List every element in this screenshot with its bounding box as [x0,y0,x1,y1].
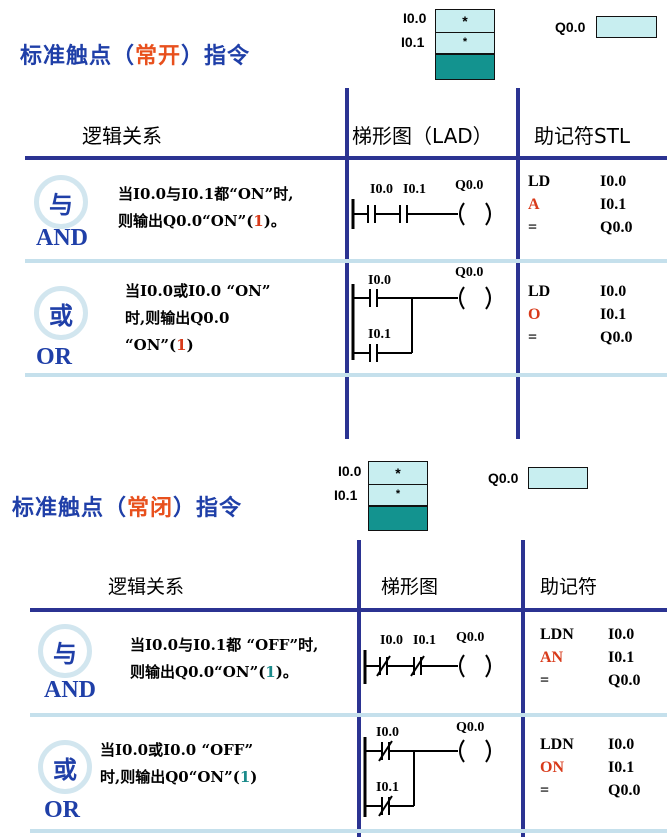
top-and-stl-arg2: I0.1 [600,196,627,213]
top-or-stl-arg3: Q0.0 [600,329,633,346]
bottom-or-stl-op3: = [540,782,550,799]
top-header-ladder: 梯形图（LAD） [352,124,493,148]
top-input-indicator [435,54,495,80]
bottom-and-c1-label: I0.0 [380,633,403,648]
bottom-or-symbol: 或 [38,740,92,794]
bottom-or-ladder-diagram [363,737,491,817]
top-header-stl: 助记符STL [534,124,631,148]
top-title: 标准触点（常开）指令 [20,44,251,69]
top-or-stl-op2: O [528,306,541,323]
top-input-i00-toggle[interactable]: * [435,9,495,33]
top-input-i01-toggle[interactable]: * [435,32,495,54]
bottom-divider-right [521,540,525,837]
bottom-and-stl-arg2: I0.1 [608,649,635,666]
top-or-coil-label: Q0.0 [455,265,484,280]
top-row-separator [25,259,667,263]
bottom-or-stl-op2: ON [540,759,564,776]
top-or-stl-arg1: I0.0 [600,283,627,300]
top-and-c2-label: I0.1 [403,182,426,197]
bottom-input-i01-label: I0.1 [334,487,358,503]
top-output-indicator [596,16,657,38]
bottom-title: 标准触点（常闭）指令 [12,496,243,521]
top-or-stl-op3: = [528,329,538,346]
bottom-and-c2-label: I0.1 [413,633,436,648]
top-header-rule [25,156,667,160]
bottom-or-coil-label: Q0.0 [456,720,485,735]
top-or-desc: 当I0.0或I0.0 “ON” 时,则输出Q0.0 “ON”(1) [125,282,271,354]
bottom-and-stl-op3: = [540,672,550,689]
bottom-and-stl-op1: LDN [540,626,574,643]
bottom-header-stl: 助记符 [540,576,598,598]
bottom-header-logic: 逻辑关系 [108,576,185,598]
top-and-stl-arg1: I0.0 [600,173,627,190]
bottom-and-stl-arg3: Q0.0 [608,672,641,689]
top-and-ladder-diagram [351,199,491,229]
bottom-and-stl-arg1: I0.0 [608,626,635,643]
bottom-output-indicator [528,467,588,489]
bottom-input-indicator [368,506,428,531]
top-or-symbol: 或 [34,286,88,340]
top-or-c2-label: I0.1 [368,327,391,342]
bottom-header-ladder: 梯形图 [381,576,439,598]
bottom-and-symbol: 与 [38,624,92,678]
top-and-coil-label: Q0.0 [455,178,484,193]
bottom-or-label: OR [44,797,80,823]
top-output-label: Q0.0 [555,19,586,35]
bottom-or-c2-label: I0.1 [376,780,399,795]
top-input-i00-label: I0.0 [403,10,427,26]
top-and-stl-arg3: Q0.0 [600,219,633,236]
bottom-output-label: Q0.0 [488,470,519,486]
bottom-header-rule [30,608,667,612]
bottom-or-stl-op1: LDN [540,736,574,753]
bottom-input-i00-toggle[interactable]: * [368,461,428,485]
top-and-label: AND [36,225,88,251]
bottom-input-i01-toggle[interactable]: * [368,484,428,506]
top-and-desc: 当I0.0与I0.1都“ON”时, 则输出Q0.0“ON”(1)。 [118,185,294,230]
top-and-stl-op1: LD [528,173,551,190]
top-divider-right [516,88,520,439]
top-or-stl-op1: LD [528,283,551,300]
bottom-and-stl-op2: AN [540,649,564,666]
top-divider-left [345,88,349,439]
top-or-ladder-diagram [351,284,491,362]
bottom-or-desc: 当I0.0或I0.0 “OFF” 时,则输出Q0“ON”(1) [100,741,258,786]
bottom-input-i00-label: I0.0 [338,463,362,479]
bottom-and-label: AND [44,677,96,703]
top-and-c1-label: I0.0 [370,182,393,197]
bottom-and-coil-label: Q0.0 [456,630,485,645]
bottom-bottom-rule [30,829,667,833]
bottom-or-stl-arg2: I0.1 [608,759,635,776]
bottom-and-ladder-diagram [363,650,491,684]
top-and-stl-op2: A [528,196,540,213]
top-bottom-rule [25,373,667,377]
bottom-and-desc: 当I0.0与I0.1都 “OFF”时, 则输出Q0.0“ON”(1)。 [130,636,319,681]
top-or-c1-label: I0.0 [368,273,391,288]
top-and-symbol: 与 [34,175,88,229]
bottom-divider-left [357,540,361,837]
bottom-or-stl-arg1: I0.0 [608,736,635,753]
top-and-stl-op3: = [528,219,538,236]
bottom-or-c1-label: I0.0 [376,725,399,740]
top-input-i01-label: I0.1 [401,34,425,50]
top-header-logic: 逻辑关系 [82,124,162,148]
bottom-or-stl-arg3: Q0.0 [608,782,641,799]
bottom-row-separator [30,713,667,717]
top-or-label: OR [36,344,72,370]
top-or-stl-arg2: I0.1 [600,306,627,323]
